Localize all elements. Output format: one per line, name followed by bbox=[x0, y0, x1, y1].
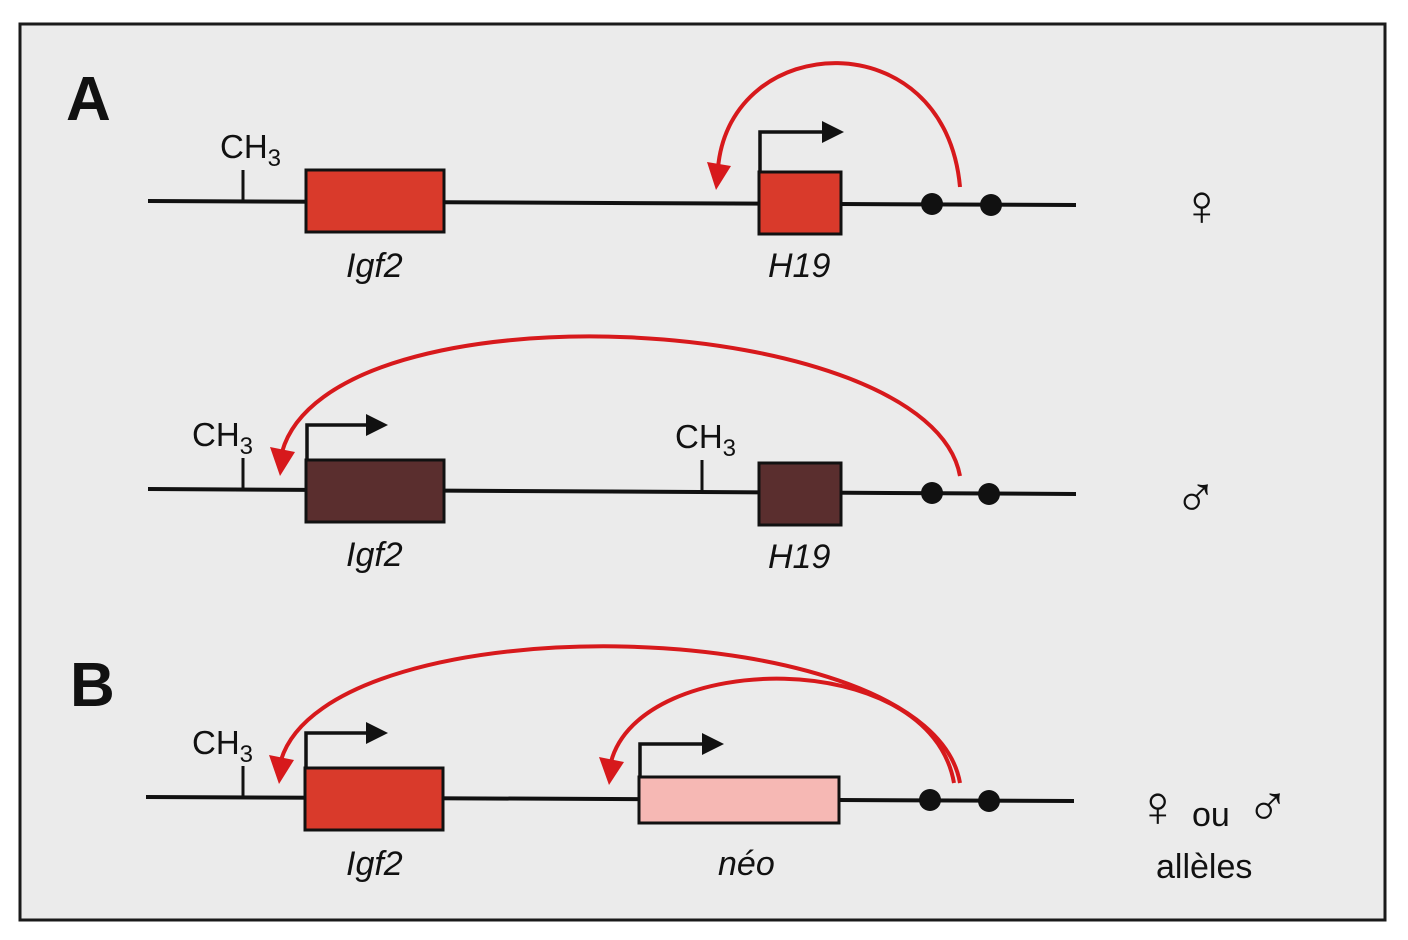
h19-gene-box bbox=[757, 170, 843, 236]
igf2-gene-label: Igf2 bbox=[346, 536, 403, 574]
panel-b-row: B CH3 Igf2 néo ♀ ou ♂ allèles bbox=[70, 644, 1290, 886]
enhancer-dot bbox=[980, 194, 1002, 216]
enhancer-loop-arrowhead bbox=[707, 162, 731, 190]
enhancer-dot bbox=[919, 789, 941, 811]
transcription-arrowhead bbox=[366, 722, 388, 744]
alleles-label: allèles bbox=[1156, 848, 1252, 886]
transcription-arrowhead bbox=[702, 733, 724, 755]
enhancer-loop-arrow bbox=[609, 676, 956, 784]
panel-a-male-row: CH3 Igf2 CH3 H19 ♂ bbox=[147, 334, 1218, 576]
transcription-arrow bbox=[304, 731, 376, 768]
male-symbol: ♂ bbox=[1174, 465, 1218, 530]
h19-gene-label: H19 bbox=[768, 538, 830, 576]
panel-b-letter: B bbox=[70, 651, 115, 720]
ch3-label: CH3 bbox=[192, 416, 253, 460]
ch3-label: CH3 bbox=[675, 418, 736, 462]
igf2-gene-label: Igf2 bbox=[346, 247, 403, 285]
igf2-gene-box bbox=[304, 458, 446, 524]
panel-a-female-row: A CH3 Igf2 H19 ♀ bbox=[66, 61, 1224, 285]
igf2-gene-box bbox=[304, 168, 446, 234]
enhancer-dot bbox=[978, 790, 1000, 812]
igf2-gene-box bbox=[303, 766, 445, 832]
enhancer-loop-arrow bbox=[280, 334, 962, 477]
enhancer-loop-arrowhead bbox=[599, 757, 624, 785]
transcription-arrowhead bbox=[822, 121, 844, 143]
ch3-label: CH3 bbox=[192, 724, 253, 768]
panel-a-letter: A bbox=[66, 65, 111, 134]
h19-gene-label: H19 bbox=[768, 247, 830, 285]
female-symbol: ♀ bbox=[1180, 173, 1224, 238]
neo-gene-box bbox=[637, 775, 841, 825]
enhancer-loop-arrowhead bbox=[270, 447, 295, 476]
igf2-gene-label: Igf2 bbox=[346, 845, 403, 883]
neo-gene-label: néo bbox=[718, 845, 775, 883]
ou-label: ou bbox=[1192, 796, 1230, 834]
enhancer-dot bbox=[921, 193, 943, 215]
enhancer-dot bbox=[978, 483, 1000, 505]
transcription-arrow bbox=[758, 130, 832, 172]
enhancer-loop-arrow bbox=[716, 61, 962, 188]
female-symbol: ♀ bbox=[1136, 774, 1180, 839]
h19-gene-box bbox=[757, 461, 843, 527]
transcription-arrow bbox=[638, 742, 712, 777]
enhancer-dot bbox=[921, 482, 943, 504]
ch3-label: CH3 bbox=[220, 128, 281, 172]
male-symbol: ♂ bbox=[1246, 774, 1290, 839]
transcription-arrow bbox=[305, 423, 376, 460]
enhancer-loop-arrowhead bbox=[269, 755, 294, 784]
transcription-arrowhead bbox=[366, 414, 388, 436]
